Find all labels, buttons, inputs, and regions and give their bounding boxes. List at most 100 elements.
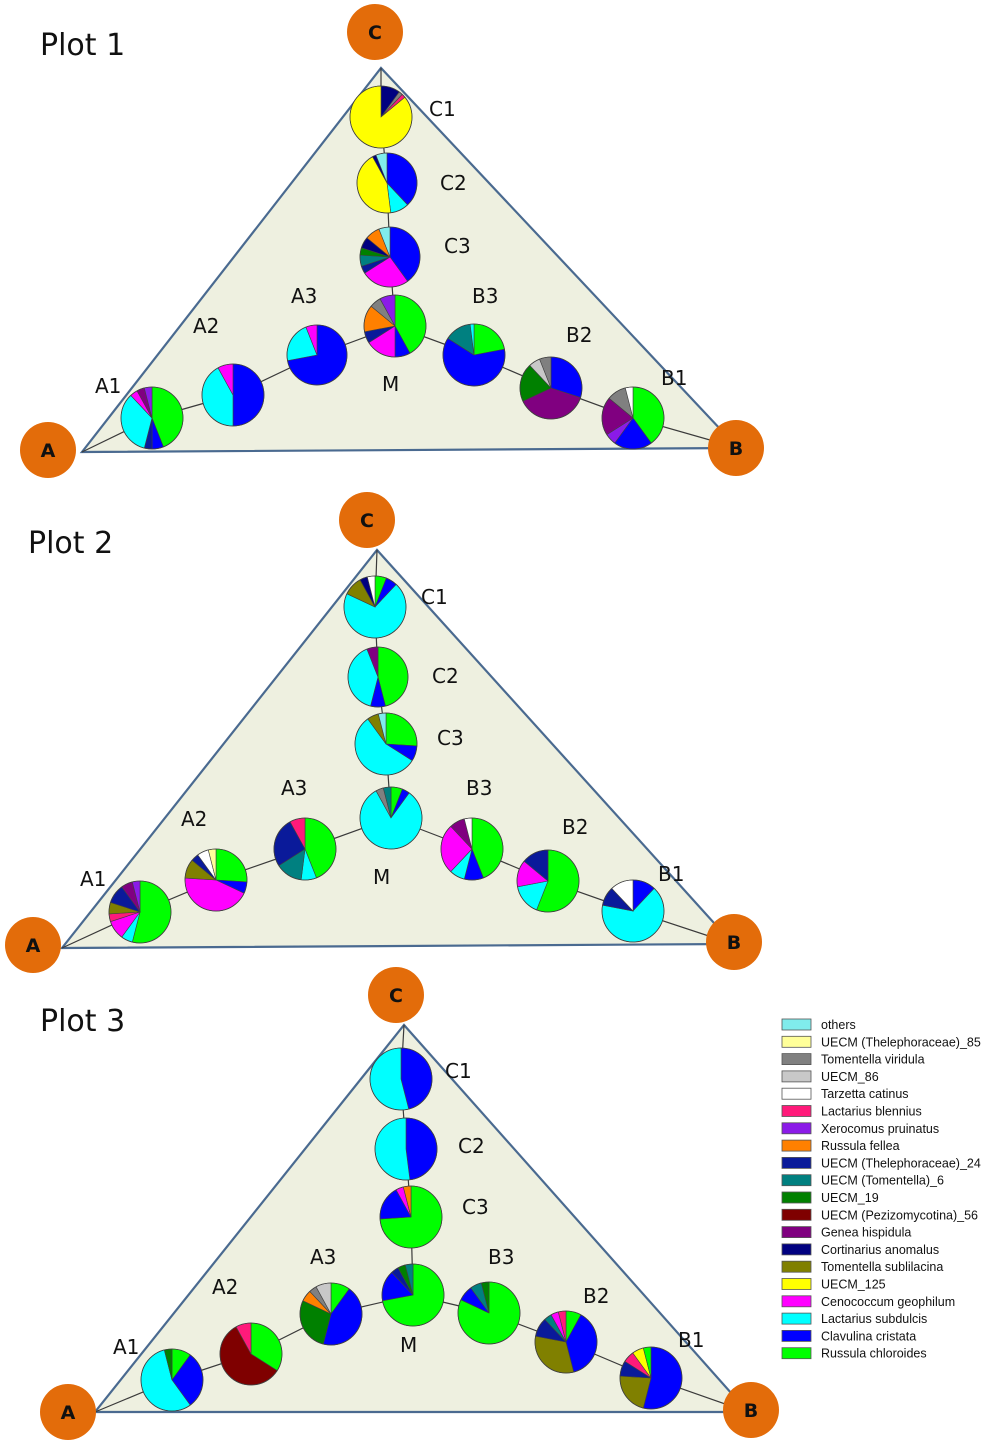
site-label-m: M: [400, 1333, 417, 1357]
legend-label-russula-chloroides: Russula chloroides: [821, 1347, 927, 1361]
legend-swatch-genea-hispidula: [781, 1226, 812, 1238]
pie-outline: [201, 363, 265, 427]
corner-label-c: C: [368, 22, 382, 44]
legend-label-uecm-thelephoraceae-85: UECM (Thelephoraceae)_85: [821, 1035, 981, 1049]
plot-title: Plot 2: [28, 526, 113, 561]
legend-swatch-russula-fellea: [781, 1139, 812, 1152]
pie-outline: [273, 817, 337, 881]
pie-a1: [140, 1348, 204, 1412]
pie-outline: [184, 848, 248, 912]
site-label-b2: B2: [583, 1284, 609, 1308]
corner-marker-b: [723, 1382, 779, 1438]
pie-c3: [379, 1185, 443, 1249]
legend-label-uecm-thelephoraceae-24: UECM (Thelephoraceae)_24: [821, 1156, 981, 1170]
pie-b2: [516, 849, 580, 913]
site-label-a2: A2: [212, 1275, 238, 1299]
legend-label-uecm-19: UECM_19: [821, 1191, 879, 1205]
legend-label-lactarius-blennius: Lactarius blennius: [821, 1105, 922, 1119]
pie-outline: [534, 1310, 598, 1374]
legend-label-others: others: [821, 1018, 856, 1032]
pie-outline: [286, 324, 348, 386]
pie-a3: [286, 324, 348, 386]
pie-outline: [381, 1263, 445, 1327]
legend-swatch-lactarius-subdulcis: [781, 1312, 812, 1325]
site-label-c2: C2: [432, 664, 459, 688]
legend-swatch-uecm-thelephoraceae-24: [781, 1157, 812, 1169]
pie-b2: [534, 1310, 598, 1374]
legend-swatch-cortinarius-anomalus: [781, 1243, 812, 1256]
corner-label-b: B: [727, 932, 741, 954]
legend-label-tomentella-sublilacina: Tomentella sublilacina: [821, 1260, 943, 1274]
pie-outline: [516, 849, 580, 913]
pie-a1: [120, 386, 184, 450]
site-label-c3: C3: [462, 1195, 489, 1219]
site-label-b3: B3: [488, 1245, 514, 1269]
site-label-c3: C3: [437, 726, 464, 750]
pie-outline: [457, 1281, 521, 1345]
legend-label-genea-hispidula: Genea hispidula: [821, 1226, 911, 1240]
pie-c2: [356, 152, 418, 214]
legend-swatch-tomentella-viridula: [781, 1053, 812, 1065]
pie-c2: [374, 1117, 438, 1181]
pie-outline: [349, 85, 413, 149]
corner-marker-c: [339, 492, 395, 548]
pie-m: [381, 1263, 445, 1327]
legend-swatch-uecm-pezizomycotina-56: [781, 1208, 812, 1221]
pie-outline: [354, 712, 418, 776]
corner-marker-b: [706, 914, 762, 970]
pie-c1: [343, 575, 407, 639]
site-label-a1: A1: [113, 1335, 139, 1359]
pie-b2: [519, 356, 583, 420]
legend-swatch-tomentella-sublilacina: [781, 1260, 812, 1273]
legend-label-cenococcum-geophilum: Cenococcum geophilum: [821, 1295, 955, 1309]
site-label-b2: B2: [566, 323, 592, 347]
corner-marker-a: [40, 1384, 96, 1440]
pie-outline: [442, 323, 506, 387]
corner-label-a: A: [61, 1402, 76, 1424]
pie-outline: [619, 1346, 683, 1410]
pie-c2: [347, 646, 409, 708]
pie-outline: [601, 386, 665, 450]
pie-a3: [273, 817, 337, 881]
pie-b1: [601, 879, 665, 943]
site-label-a3: A3: [291, 284, 317, 308]
corner-marker-c: [368, 967, 424, 1023]
site-label-b3: B3: [466, 776, 492, 800]
corner-label-c: C: [360, 510, 374, 532]
corner-label-b: B: [744, 1400, 758, 1422]
legend-label-tomentella-viridula: Tomentella viridula: [821, 1053, 925, 1067]
corner-marker-a: [20, 422, 76, 478]
pie-b1: [619, 1346, 683, 1410]
site-label-a2: A2: [193, 314, 219, 338]
legend-label-russula-fellea: Russula fellea: [821, 1139, 900, 1153]
legend-swatch-uecm-86: [781, 1070, 812, 1083]
legend-swatch-xerocomus-pruinatus: [781, 1122, 812, 1135]
site-label-a2: A2: [181, 807, 207, 831]
pie-outline: [519, 356, 583, 420]
site-label-c1: C1: [445, 1059, 472, 1083]
site-label-b2: B2: [562, 815, 588, 839]
site-label-c2: C2: [458, 1134, 485, 1158]
legend-swatch-uecm-tomentella-6: [781, 1174, 812, 1187]
pie-c1: [349, 85, 413, 149]
pie-outline: [347, 646, 409, 708]
pie-outline: [601, 879, 665, 943]
site-label-b1: B1: [658, 862, 684, 886]
pie-b3: [440, 817, 504, 881]
corner-label-a: A: [41, 440, 56, 462]
plot-title: Plot 1: [40, 28, 125, 63]
pie-a2: [219, 1322, 283, 1386]
legend-swatch-uecm-19: [781, 1191, 812, 1204]
legend-label-uecm-pezizomycotina-56: UECM (Pezizomycotina)_56: [821, 1208, 978, 1222]
site-label-a1: A1: [80, 867, 106, 891]
site-label-c1: C1: [429, 97, 456, 121]
pie-a2: [184, 848, 248, 912]
site-label-c3: C3: [444, 234, 471, 258]
corner-label-c: C: [389, 985, 403, 1007]
pie-outline: [363, 294, 427, 358]
pie-outline: [379, 1185, 443, 1249]
pie-m: [363, 294, 427, 358]
pie-c1: [369, 1047, 433, 1111]
